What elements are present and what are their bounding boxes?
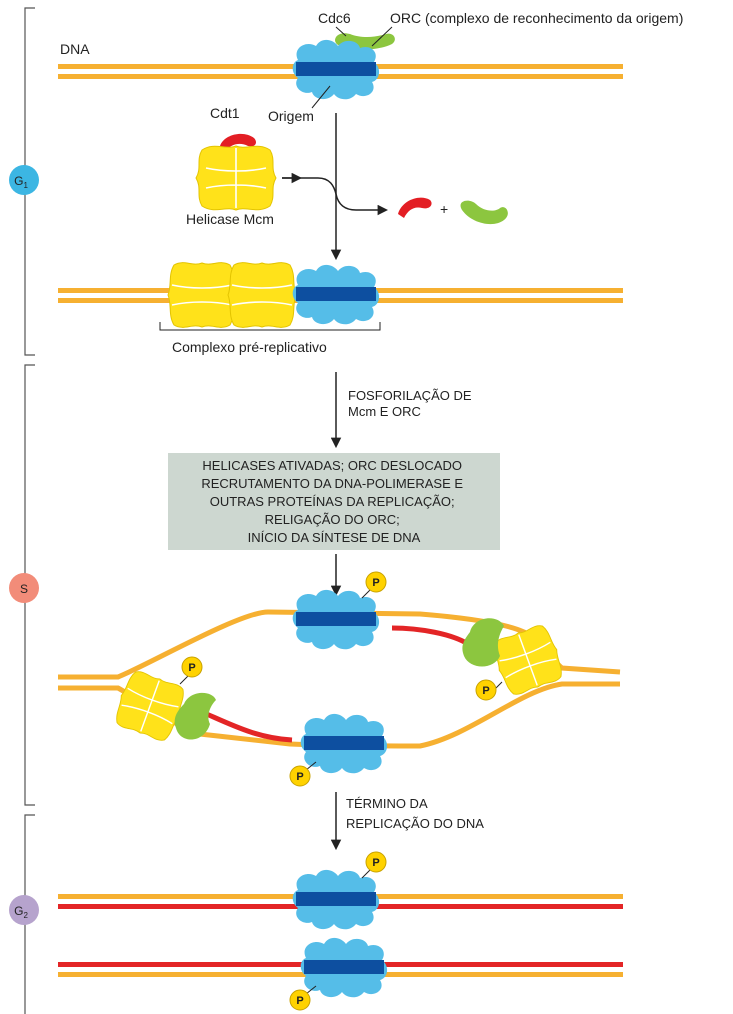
dna-label: DNA xyxy=(60,41,90,57)
released-cdc6 xyxy=(460,200,508,225)
phosphate-left-fork: P xyxy=(179,656,203,685)
mcm-lobe-right xyxy=(227,262,297,328)
phase-brackets xyxy=(24,7,35,1014)
svg-text:S: S xyxy=(20,582,28,596)
orc-bubble-top xyxy=(292,589,380,650)
orc-label: ORC (complexo de reconhecimento da orige… xyxy=(390,10,683,26)
orc-daughter-bottom xyxy=(300,937,388,998)
plus-sign: + xyxy=(440,201,448,217)
released-cdt1 xyxy=(398,197,432,218)
cdt1-protein xyxy=(220,133,256,150)
phase-badge-s: S xyxy=(9,573,39,603)
svg-text:P: P xyxy=(296,771,303,783)
svg-text:P: P xyxy=(188,662,195,674)
mcm-lobe-left xyxy=(167,262,237,328)
svg-text:P: P xyxy=(372,857,379,869)
mcm-helicase-right-fork xyxy=(488,621,568,699)
svg-text:G2: G2 xyxy=(14,904,28,920)
svg-text:P: P xyxy=(296,995,303,1007)
mcm-helicase-protein xyxy=(195,145,277,211)
prerep-complex-label: Complexo pré-replicativo xyxy=(172,339,327,355)
svg-text:P: P xyxy=(482,685,489,697)
origin-label: Origem xyxy=(268,108,314,124)
event-box xyxy=(168,453,500,550)
cdc6-label: Cdc6 xyxy=(318,10,351,26)
svg-text:P: P xyxy=(372,577,379,589)
cdt1-label: Cdt1 xyxy=(210,105,240,121)
phosphate-right-fork: P xyxy=(475,679,503,701)
phase-badge-g2: G2 xyxy=(9,895,39,925)
leading-strand-right xyxy=(391,625,470,647)
phase-badge-g1: G1 xyxy=(9,165,39,195)
svg-text:G1: G1 xyxy=(14,174,28,190)
leading-strand-left xyxy=(201,709,293,743)
polymerase-left-fork xyxy=(174,692,216,740)
phosphate-orc-bottom: P xyxy=(289,761,317,787)
phosphate-daughter-bottom: P xyxy=(289,985,317,1011)
orc-protein xyxy=(292,39,380,100)
polymerase-right-fork xyxy=(462,618,504,667)
loading-arrows xyxy=(282,113,389,261)
orc-daughter-top xyxy=(292,869,380,930)
phosphorylation-text: FOSFORILAÇÃO DE Mcm E ORC xyxy=(348,388,475,419)
orc-protein-prerep xyxy=(292,264,380,325)
mcm-helicase-label: Helicase Mcm xyxy=(186,211,274,227)
phosphate-orc-top: P xyxy=(361,571,387,599)
event-box-text: HELICASES ATIVADAS; ORC DESLOCADO RECRUT… xyxy=(201,458,466,545)
termination-text: TÉRMINO DA REPLICAÇÃO DO DNA xyxy=(346,796,484,831)
mcm-helicase-left-fork xyxy=(110,667,190,745)
prerep-bracket xyxy=(159,322,381,331)
phosphate-daughter-top: P xyxy=(361,851,387,879)
orc-bubble-bottom xyxy=(300,713,388,774)
